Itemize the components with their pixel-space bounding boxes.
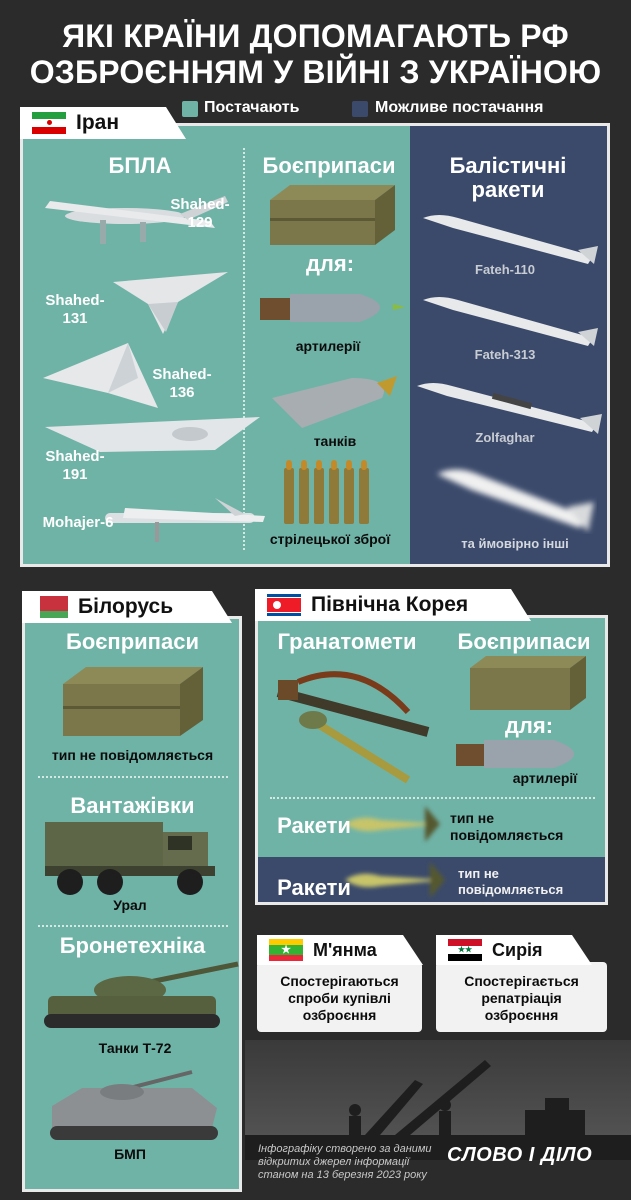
nk-ammo-for-label: для: (504, 713, 554, 738)
belarus-country-name: Білорусь (78, 595, 174, 618)
artillery-shell-icon (260, 294, 405, 322)
myanmar-country-name: М'янма (313, 939, 377, 960)
iran-country-name: Іран (76, 111, 120, 134)
legend-possible-swatch (352, 101, 368, 117)
grenade-launchers-header: Гранатомети (277, 629, 417, 654)
unknown-missile-blurred-image (437, 469, 594, 532)
ballistic-label-fateh-313: Fateh-313 (474, 347, 536, 362)
myanmar-note: Спостерігаються спроби купівлі озброєння (280, 973, 399, 1023)
uav-label-shahed-129: Shahed- 129 (170, 196, 230, 231)
uav-header: БПЛА (108, 153, 172, 178)
syria-note: Спостерігається репатріація озброєння (464, 973, 579, 1023)
credit-text: Інфографіку створено за даними відкритих… (258, 1143, 432, 1181)
syria-flag-icon: ★★ (448, 939, 482, 961)
belarus-divider-2 (38, 925, 228, 927)
ballistic-label-zolfaghar: Zolfaghar (475, 430, 535, 445)
nk-ammo-artillery-label: артилерії (512, 770, 578, 786)
tank-shell-icon (272, 376, 397, 428)
nk-rockets-2-note: тип не повідомляється (458, 866, 564, 897)
page-title-line2: ОЗБРОЄННЯМ У ВІЙНІ З УКРАЇНОЮ (29, 54, 602, 90)
uav-label-mohajer-6: Mohajer-6 (42, 514, 114, 531)
bmp-vehicle-label: БМП (114, 1146, 146, 1162)
ballistic-others-label: та ймовірно інші (461, 536, 569, 551)
myanmar-card (257, 962, 422, 1032)
ballistic-label-fateh-110: Fateh-110 (475, 262, 535, 277)
nk-ammo-crate-icon (470, 656, 586, 710)
belarus-ammo-note: тип не повідомляється (51, 747, 214, 763)
uav-label-shahed-136: Shahed- 136 (152, 366, 212, 401)
grenade-launcher-image (276, 671, 430, 784)
shahed-136-drone-image (43, 343, 158, 408)
iran-ammo-header: Боєприпаси (262, 153, 396, 178)
belarus-trucks-header: Вантажівки (70, 793, 195, 818)
page-title-line1: ЯКІ КРАЇНИ ДОПОМАГАЮТЬ РФ (62, 18, 569, 54)
mohajer-6-drone-image (105, 498, 265, 542)
iran-flag-icon (32, 112, 66, 134)
belarus-flag-icon (34, 596, 68, 618)
ammo-small-arms-label: стрілецької зброї (269, 531, 391, 547)
uav-label-shahed-131: Shahed- 131 (45, 292, 105, 327)
syria-country-name: Сирія (492, 939, 543, 960)
nk-artillery-shell-icon (456, 740, 574, 768)
ural-truck-image (45, 822, 215, 895)
t72-tank-image (44, 961, 239, 1028)
fateh-110-missile-image (423, 215, 598, 264)
t72-tank-label: Танки Т-72 (98, 1040, 172, 1056)
north-korea-country-name: Північна Корея (311, 593, 469, 616)
iran-tab: Іран (20, 107, 186, 139)
slovo-i-dilo-logo: СЛОВО І ДІЛО (447, 1144, 593, 1166)
nk-rockets-2-label: Ракети (277, 875, 351, 900)
soldiers-silhouette-image (245, 1040, 631, 1160)
fateh-313-missile-image (423, 297, 598, 346)
syria-card (436, 962, 607, 1032)
north-korea-flag-icon (267, 594, 301, 616)
small-arms-cartridges-icon (284, 460, 369, 524)
ammo-tanks-label: танків (313, 433, 357, 449)
iran-ammo-for-label: для: (305, 251, 355, 276)
belarus-ammo-crate-icon (63, 667, 203, 736)
syria-tab: ★★ Сирія (436, 935, 592, 965)
nk-divider (270, 797, 595, 799)
iran-frame (20, 123, 610, 567)
belarus-divider-1 (38, 776, 228, 778)
belarus-armor-header: Бронетехніка (59, 933, 206, 958)
myanmar-tab: ★ М'янма (257, 935, 423, 965)
legend-supplying-swatch (182, 101, 198, 117)
ballistic-header: Балістичні ракети (449, 153, 567, 202)
nk-rockets-1-label: Ракети (277, 813, 351, 838)
ammo-artillery-label: артилерії (295, 338, 361, 354)
iran-divider (243, 148, 245, 550)
myanmar-flag-icon: ★ (269, 939, 303, 961)
nk-rockets-1-note: тип не повідомляється (450, 810, 564, 843)
nk-rocket-1-blurred-image (345, 806, 440, 842)
uav-label-shahed-191: Shahed- 191 (45, 448, 105, 483)
legend-possible-label: Можливе постачання (375, 99, 544, 116)
legend-supplying-label: Постачають (204, 99, 300, 116)
zolfaghar-missile-image (417, 383, 602, 434)
ammo-crate-icon (270, 185, 395, 245)
bmp-vehicle-image (50, 1070, 218, 1140)
nk-rocket-2-blurred-image (345, 862, 445, 898)
ural-truck-label: Урал (113, 897, 147, 913)
belarus-ammo-header: Боєприпаси (66, 629, 199, 654)
nk-ammo-header: Боєприпаси (457, 629, 591, 654)
shahed-131-drone-image (113, 272, 228, 334)
belarus-tab: Білорусь (22, 591, 232, 623)
shahed-191-drone-image (45, 417, 260, 452)
shahed-129-drone-image (45, 196, 228, 244)
north-korea-tab: Північна Корея (255, 589, 531, 621)
